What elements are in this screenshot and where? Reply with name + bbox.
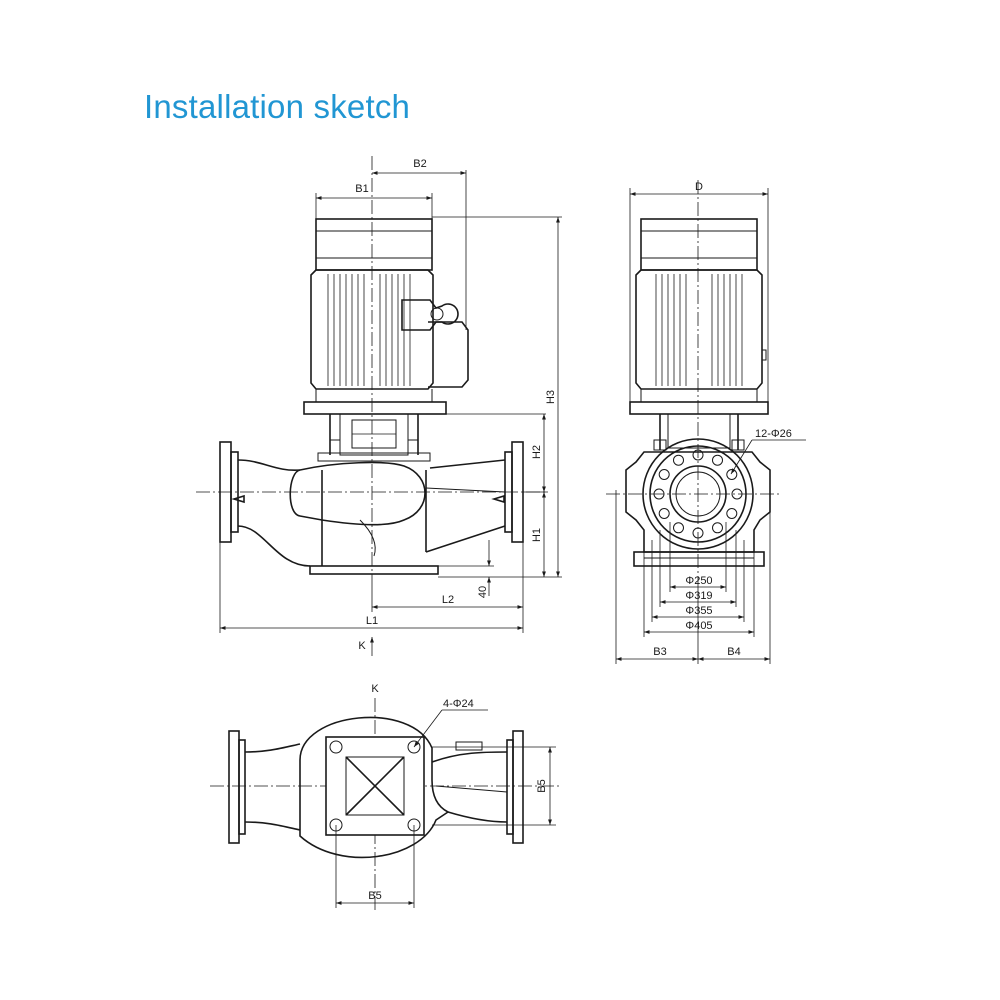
side-lantern bbox=[629, 389, 769, 451]
label-4-phi24: 4-Φ24 bbox=[443, 698, 474, 710]
label-b5-side: B5 bbox=[536, 779, 548, 792]
label-h1: H1 bbox=[531, 528, 543, 542]
label-b5-bottom: B5 bbox=[368, 890, 381, 902]
side-motor bbox=[635, 218, 767, 390]
label-h3: H3 bbox=[545, 390, 557, 404]
flange-bolt-holes bbox=[653, 449, 743, 539]
front-dimensions: B1 B2 H3 H2 H1 40 bbox=[219, 158, 562, 656]
label-b2: B2 bbox=[413, 158, 426, 170]
label-d: D bbox=[695, 181, 703, 193]
label-12-phi26: 12-Φ26 bbox=[755, 428, 792, 440]
front-pump-casing bbox=[289, 461, 427, 566]
front-lantern bbox=[303, 389, 447, 462]
front-outlet bbox=[425, 441, 524, 553]
label-k-front: K bbox=[358, 640, 366, 652]
front-inlet bbox=[219, 441, 311, 567]
label-phi355: Φ355 bbox=[685, 605, 712, 617]
page-title: Installation sketch bbox=[144, 88, 411, 125]
label-40: 40 bbox=[477, 586, 489, 598]
label-l2: L2 bbox=[442, 594, 454, 606]
label-b1: B1 bbox=[355, 183, 368, 195]
label-phi319: Φ319 bbox=[685, 590, 712, 602]
label-b3: B3 bbox=[653, 646, 666, 658]
front-base bbox=[309, 565, 439, 575]
label-h2: H2 bbox=[531, 445, 543, 459]
side-dimensions: D 12-Φ26 Φ250 Φ319 Φ355 Φ405 bbox=[615, 181, 806, 664]
label-b4: B4 bbox=[727, 646, 740, 658]
front-motor bbox=[310, 218, 469, 390]
cooling-fins bbox=[327, 274, 411, 386]
bottom-view: K 4-Φ24 B5 bbox=[210, 683, 562, 912]
side-view: D 12-Φ26 Φ250 Φ319 Φ355 Φ405 bbox=[606, 180, 806, 664]
label-phi250: Φ250 bbox=[685, 575, 712, 587]
label-l1: L1 bbox=[366, 615, 378, 627]
label-phi405: Φ405 bbox=[685, 620, 712, 632]
front-view: B1 B2 H3 H2 H1 40 bbox=[196, 156, 562, 656]
label-k-bottom: K bbox=[371, 683, 379, 695]
